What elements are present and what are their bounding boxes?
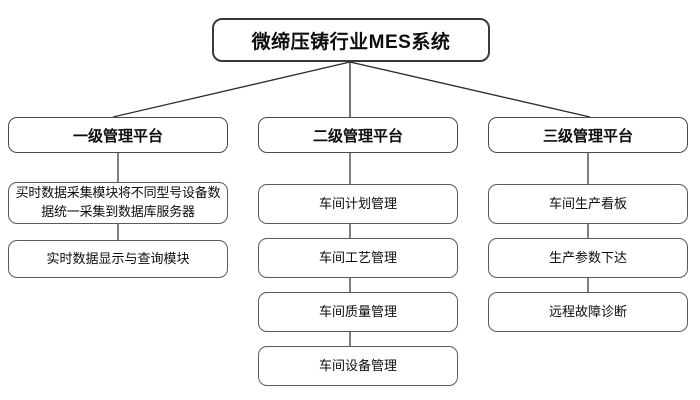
- column-header-level1-platform[interactable]: 一级管理平台: [8, 117, 228, 153]
- column-header-level2-platform[interactable]: 二级管理平台: [258, 117, 458, 153]
- node-col2-item3[interactable]: 车间质量管理: [258, 292, 458, 332]
- node-col3-item3[interactable]: 远程故障诊断: [488, 292, 688, 332]
- node-label: 买时数据采集模块将不同型号设备数据统一采集到数据库服务器: [15, 185, 221, 219]
- column-header-level3-platform[interactable]: 三级管理平台: [488, 117, 688, 153]
- node-col2-item2[interactable]: 车间工艺管理: [258, 238, 458, 278]
- column-header-label: 一级管理平台: [72, 127, 163, 145]
- node-label: 车间生产看板: [548, 196, 627, 212]
- node-col2-item4[interactable]: 车间设备管理: [258, 346, 458, 386]
- connector-title-to-col1: [112, 61, 351, 118]
- node-label: 实时数据显示与查询模块: [46, 251, 190, 267]
- node-label: 车间计划管理: [318, 196, 397, 212]
- diagram-title-node[interactable]: 微缔压铸行业MES系统: [212, 18, 490, 62]
- column-header-label: 三级管理平台: [542, 127, 633, 145]
- node-label: 车间工艺管理: [318, 250, 397, 266]
- diagram-title-label: 微缔压铸行业MES系统: [251, 31, 451, 53]
- node-col3-item2[interactable]: 生产参数下达: [488, 238, 688, 278]
- node-label: 车间设备管理: [318, 358, 397, 374]
- connector-title-to-col3: [349, 61, 591, 118]
- node-col2-item1[interactable]: 车间计划管理: [258, 184, 458, 224]
- node-col1-item2[interactable]: 实时数据显示与查询模块: [8, 240, 228, 278]
- node-label: 远程故障诊断: [548, 304, 627, 320]
- node-col3-item1[interactable]: 车间生产看板: [488, 184, 688, 224]
- node-col1-item1[interactable]: 买时数据采集模块将不同型号设备数据统一采集到数据库服务器: [8, 182, 228, 224]
- node-label: 生产参数下达: [548, 250, 627, 266]
- node-label: 车间质量管理: [318, 304, 397, 320]
- column-header-label: 二级管理平台: [312, 127, 403, 145]
